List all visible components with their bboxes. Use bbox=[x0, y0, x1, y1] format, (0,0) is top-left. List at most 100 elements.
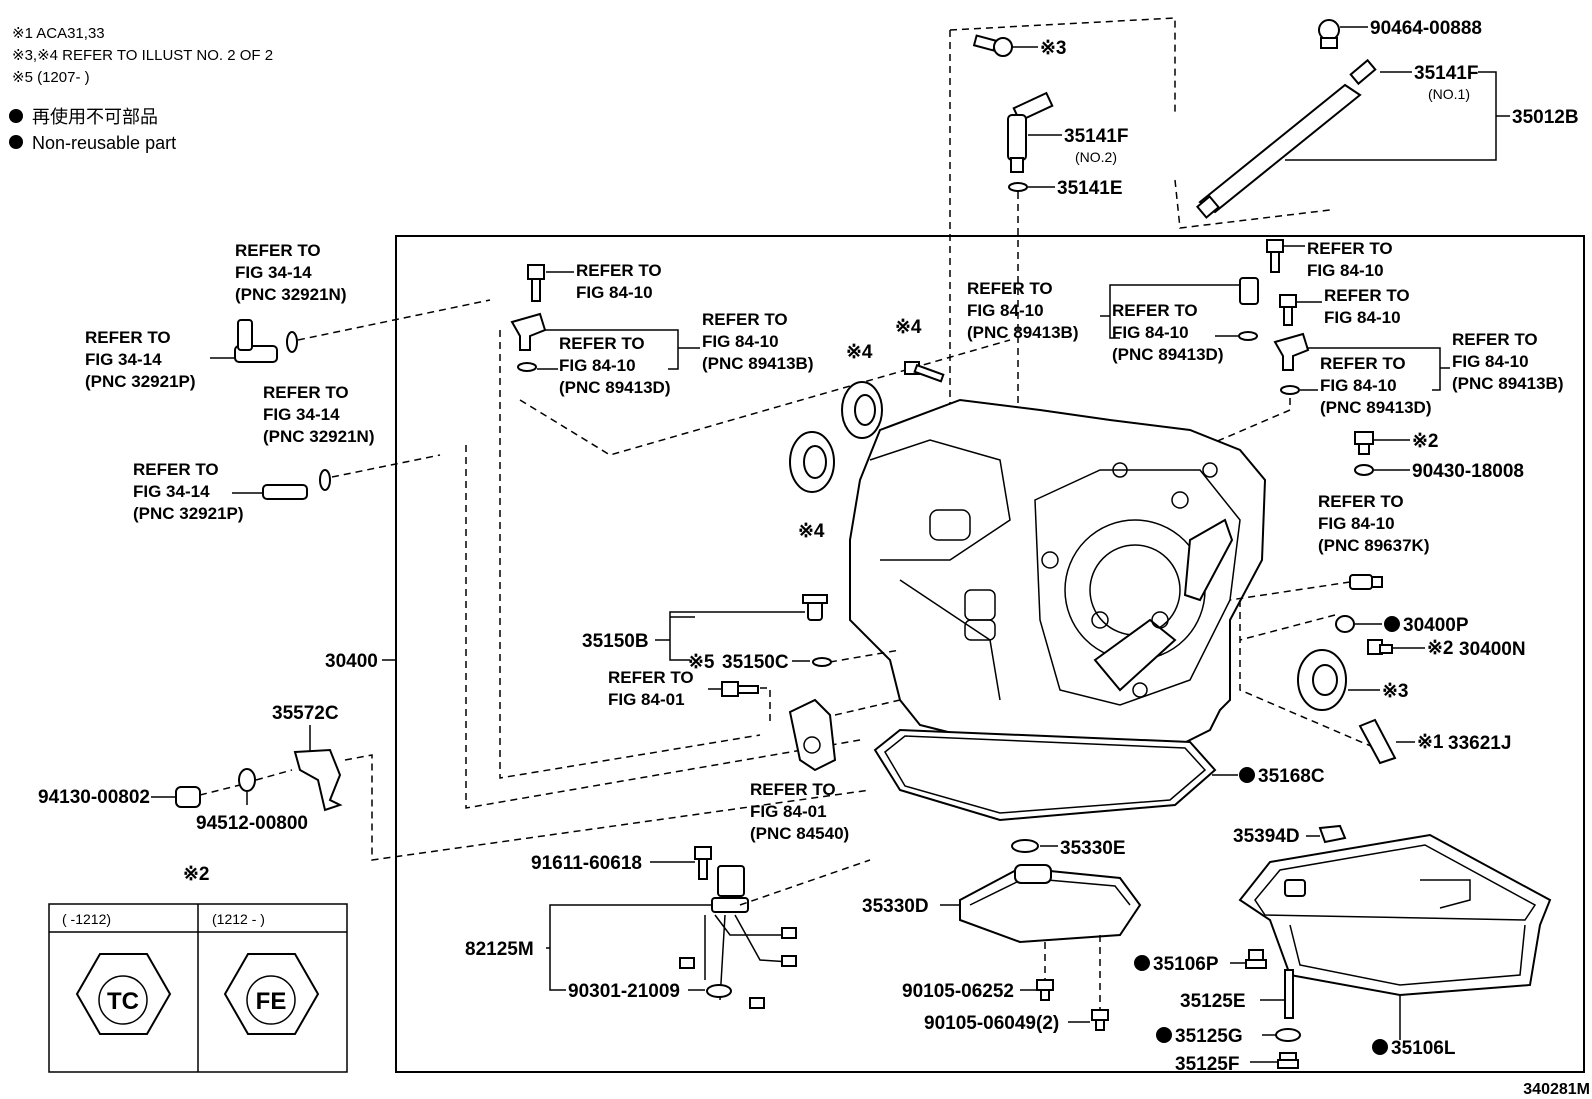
magnet-icon bbox=[1318, 824, 1347, 844]
label-91611-60618: 91611-60618 bbox=[531, 853, 642, 874]
speed-sensor-2-icon bbox=[1273, 332, 1310, 395]
svg-text:FIG 34-14: FIG 34-14 bbox=[263, 405, 340, 424]
gasket-icon bbox=[1275, 1028, 1301, 1042]
bracket-icon bbox=[293, 748, 343, 812]
label-plate-icon bbox=[1358, 718, 1397, 765]
svg-text:FIG 34-14: FIG 34-14 bbox=[133, 482, 210, 501]
non-reusable-dot-icon bbox=[1134, 955, 1150, 971]
svg-text:(PNC 84540): (PNC 84540) bbox=[750, 824, 849, 843]
svg-text:(PNC 89413D): (PNC 89413D) bbox=[1112, 345, 1224, 364]
sensor-connector-icon bbox=[1238, 277, 1259, 341]
oil-cooler-pipe-icon bbox=[1195, 58, 1377, 219]
note-2: ※3,※4 REFER TO ILLUST NO. 2 OF 2 bbox=[12, 47, 273, 64]
label-35150C: 35150C bbox=[722, 652, 789, 673]
label-35330E: 35330E bbox=[1060, 838, 1126, 859]
label-mark1: ※1 bbox=[1417, 732, 1444, 753]
refer-block-13: REFER TO FIG 84-10 (PNC 89413D) bbox=[1320, 354, 1432, 417]
bolt-icon bbox=[527, 264, 545, 302]
svg-text:FIG 84-10: FIG 84-10 bbox=[576, 283, 653, 302]
bolt-icon bbox=[1279, 294, 1297, 326]
label-35168C: 35168C bbox=[1258, 766, 1325, 787]
label-mark2-c: ※2 bbox=[183, 864, 210, 885]
label-mark4-b: ※4 bbox=[846, 342, 873, 363]
refer-block-14: REFER TO FIG 84-10 (PNC 89637K) bbox=[1318, 492, 1430, 555]
label-35141E: 35141E bbox=[1057, 178, 1123, 199]
svg-text:FIG 84-10: FIG 84-10 bbox=[1452, 352, 1529, 371]
svg-text:FIG 84-10: FIG 84-10 bbox=[1307, 261, 1384, 280]
refer-block-15: REFER TO FIG 84-01 bbox=[608, 668, 694, 709]
label-35141F-no2: 35141F bbox=[1064, 126, 1128, 147]
label-mark5: ※5 bbox=[688, 652, 715, 673]
label-33621J: 33621J bbox=[1448, 733, 1511, 754]
dashed-top-box bbox=[949, 17, 1331, 440]
label-no2: (NO.2) bbox=[1075, 149, 1117, 165]
refer-block-8: REFER TO FIG 84-10 (PNC 89413B) bbox=[967, 279, 1079, 342]
svg-text:REFER TO: REFER TO bbox=[1318, 492, 1404, 511]
label-90430-18008: 90430-18008 bbox=[1412, 461, 1524, 482]
bolt-icon bbox=[1091, 1009, 1109, 1031]
label-30400P: 30400P bbox=[1403, 615, 1469, 636]
svg-text:FIG 84-10: FIG 84-10 bbox=[967, 301, 1044, 320]
refer-block-4: REFER TO FIG 34-14 (PNC 32921P) bbox=[133, 460, 244, 523]
label-90105-06252: 90105-06252 bbox=[902, 981, 1014, 1002]
note-1: ※1 ACA31,33 bbox=[12, 25, 105, 42]
non-reusable-dot-icon bbox=[1239, 767, 1255, 783]
svg-text:REFER TO: REFER TO bbox=[1452, 330, 1538, 349]
label-35012B: 35012B bbox=[1512, 107, 1579, 128]
svg-text:(PNC 32921P): (PNC 32921P) bbox=[133, 504, 244, 523]
label-mark2-b: ※2 bbox=[1427, 638, 1454, 659]
svg-text:FIG 84-01: FIG 84-01 bbox=[608, 690, 685, 709]
bolt-icon bbox=[694, 846, 712, 880]
non-reusable-dot-icon bbox=[1372, 1039, 1388, 1055]
label-30400: 30400 bbox=[325, 651, 378, 672]
pin-icon bbox=[1284, 969, 1294, 1019]
svg-text:(PNC 89413D): (PNC 89413D) bbox=[1320, 398, 1432, 417]
svg-text:(PNC 89413B): (PNC 89413B) bbox=[967, 323, 1079, 342]
svg-text:REFER TO: REFER TO bbox=[263, 383, 349, 402]
label-35150B: 35150B bbox=[582, 631, 649, 652]
svg-text:FIG 84-01: FIG 84-01 bbox=[750, 802, 827, 821]
gasket-icon bbox=[1354, 464, 1374, 476]
svg-text:REFER TO: REFER TO bbox=[576, 261, 662, 280]
plug-30400P-icon bbox=[1335, 615, 1355, 633]
label-mark4-a: ※4 bbox=[895, 317, 922, 338]
label-90301-21009: 90301-21009 bbox=[568, 981, 680, 1002]
svg-text:(PNC 89637K): (PNC 89637K) bbox=[1318, 536, 1430, 555]
svg-text:(PNC 89413B): (PNC 89413B) bbox=[702, 354, 814, 373]
svg-text:REFER TO: REFER TO bbox=[1307, 239, 1393, 258]
label-90105-06049: 90105-06049(2) bbox=[924, 1013, 1059, 1034]
bolt-icon bbox=[721, 681, 759, 697]
union-fitting-2-icon bbox=[262, 469, 331, 500]
svg-text:REFER TO: REFER TO bbox=[1324, 286, 1410, 305]
drain-plug-icon bbox=[1354, 431, 1374, 455]
solenoid-harness-icon bbox=[679, 865, 797, 1009]
label-35141F-no1: 35141F bbox=[1414, 63, 1478, 84]
svg-text:FIG 84-10: FIG 84-10 bbox=[1112, 323, 1189, 342]
svg-text:FIG 34-14: FIG 34-14 bbox=[235, 263, 312, 282]
bolt-mark3-icon bbox=[972, 34, 1013, 57]
label-no1: (NO.1) bbox=[1428, 86, 1470, 102]
label-35330D: 35330D bbox=[862, 896, 929, 917]
refer-block-2: REFER TO FIG 34-14 (PNC 32921P) bbox=[85, 328, 196, 391]
svg-text:FIG 84-10: FIG 84-10 bbox=[559, 356, 636, 375]
label-35125F: 35125F bbox=[1175, 1054, 1239, 1075]
label-90464-00888: 90464-00888 bbox=[1370, 18, 1482, 39]
svg-text:(PNC 32921N): (PNC 32921N) bbox=[263, 427, 375, 446]
breather-plug-icon bbox=[802, 594, 828, 621]
svg-text:REFER TO: REFER TO bbox=[133, 460, 219, 479]
label-mark3-b: ※3 bbox=[1382, 681, 1409, 702]
svg-text:(PNC 89413D): (PNC 89413D) bbox=[559, 378, 671, 397]
non-reusable-dot-icon bbox=[9, 109, 23, 123]
o-ring-icon bbox=[706, 984, 732, 998]
svg-text:REFER TO: REFER TO bbox=[967, 279, 1053, 298]
svg-text:(PNC 89413B): (PNC 89413B) bbox=[1452, 374, 1564, 393]
label-82125M: 82125M bbox=[465, 939, 534, 960]
refer-block-6: REFER TO FIG 84-10 (PNC 89413D) bbox=[559, 334, 671, 397]
oil-pan-icon bbox=[1238, 833, 1552, 997]
label-mark4-c: ※4 bbox=[798, 521, 825, 542]
range-after-1212: (1212 - ) bbox=[212, 911, 265, 927]
sensor-plug-icon bbox=[1349, 574, 1383, 590]
label-mark2-a: ※2 bbox=[1412, 431, 1439, 452]
note-3: ※5 (1207- ) bbox=[12, 69, 90, 86]
neutral-switch-icon bbox=[788, 698, 837, 772]
